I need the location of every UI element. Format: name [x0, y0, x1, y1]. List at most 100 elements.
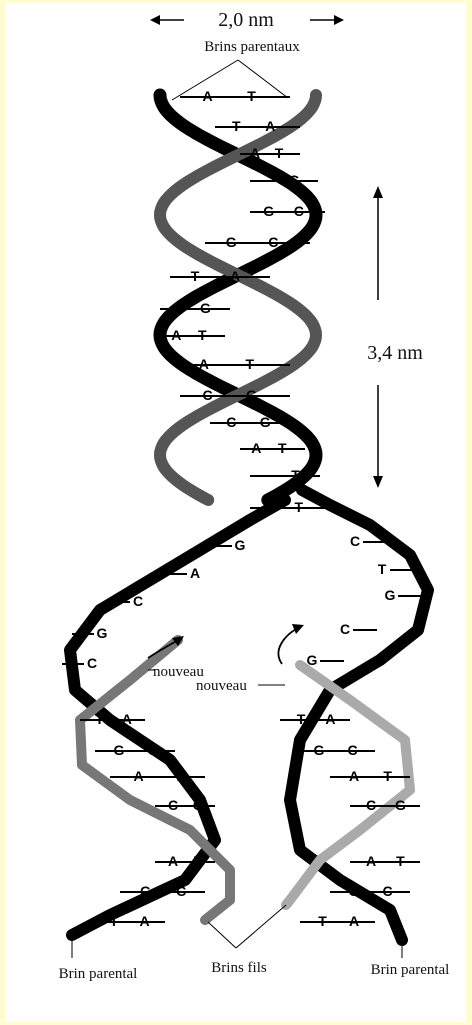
- new-arrowhead-right: [292, 624, 304, 634]
- base-letter: T: [275, 145, 284, 161]
- base-letter: A: [325, 711, 335, 727]
- base-letter: G: [260, 414, 271, 430]
- unpaired-base-left: G: [210, 537, 246, 553]
- new-arrowhead-left: [172, 636, 184, 646]
- diagram-panel: [6, 3, 466, 1022]
- base-letter: G: [289, 172, 300, 188]
- base-letter: T: [95, 711, 104, 727]
- base-letter: T: [297, 711, 306, 727]
- base-letter: G: [193, 797, 204, 813]
- width-arrowhead-right: [334, 15, 344, 25]
- base-letter: A: [199, 356, 209, 372]
- base-letter: T: [294, 499, 303, 515]
- base-letter: G: [114, 742, 125, 758]
- daughter-strands-pointers: [207, 904, 287, 949]
- base-letter: T: [245, 356, 254, 372]
- unpaired-base-left: C: [108, 593, 143, 609]
- base-letter: T: [278, 440, 287, 456]
- base-letter: G: [349, 883, 360, 899]
- unpaired-base-left: A: [165, 565, 200, 581]
- base-letter: G: [246, 387, 257, 403]
- base-letter: C: [268, 234, 278, 250]
- pitch-arrowhead-down: [373, 476, 383, 488]
- unpaired-base-left: G: [72, 625, 108, 641]
- base-letter: C: [340, 621, 350, 637]
- base-letter: C: [294, 203, 304, 219]
- base-letter: A: [265, 118, 275, 134]
- daughter-strands-label: Brins fils: [211, 960, 267, 976]
- parental-strand-b: [154, 89, 322, 506]
- new-strand-left-label: nouveau: [153, 664, 204, 680]
- base-letter: C: [176, 883, 186, 899]
- base-letter: G: [235, 537, 246, 553]
- daughter-strand-right: [281, 660, 415, 910]
- width-dimension: 2,0 nm: [150, 9, 344, 31]
- base-letter: A: [133, 768, 143, 784]
- base-pair-top: G: [250, 172, 318, 188]
- pitch-dimension: 3,4 nm: [367, 186, 423, 488]
- base-letter: A: [202, 88, 212, 104]
- base-letter: A: [168, 853, 178, 869]
- base-letter: G: [395, 797, 406, 813]
- base-letter: A: [349, 913, 359, 929]
- pitch-label: 3,4 nm: [367, 342, 423, 364]
- base-letter: T: [174, 768, 183, 784]
- helix-strands: [64, 88, 434, 946]
- parental-strands-pointers: [171, 59, 289, 101]
- base-letter: G: [97, 625, 108, 641]
- base-letter: A: [139, 913, 149, 929]
- unpaired-base-right: G: [385, 587, 422, 603]
- base-letter: C: [383, 883, 393, 899]
- unpaired-base-right: C: [350, 533, 387, 549]
- base-letter: C: [133, 593, 143, 609]
- base-letter: C: [168, 797, 178, 813]
- base-letter: T: [291, 467, 300, 483]
- base-letter: T: [198, 327, 207, 343]
- base-letter: T: [247, 88, 256, 104]
- base-letter: T: [191, 268, 200, 284]
- base-letter: A: [230, 268, 240, 284]
- base-letter: T: [318, 913, 327, 929]
- base-letter: T: [396, 853, 405, 869]
- base-letter: T: [232, 118, 241, 134]
- parental-strands-label: Brins parentaux: [204, 39, 300, 55]
- width-label: 2,0 nm: [218, 9, 274, 31]
- base-letter: G: [307, 652, 318, 668]
- base-letter: A: [264, 499, 274, 515]
- parental-strand-a: [153, 88, 323, 507]
- base-letter: C: [226, 414, 236, 430]
- daughter-strand-left: [75, 635, 235, 925]
- parental-strand-right: [284, 484, 434, 946]
- unpaired-base-right: G: [307, 652, 344, 668]
- width-arrowhead-left: [150, 15, 160, 25]
- base-letter: A: [171, 327, 181, 343]
- new-strand-right-annotation: nouveau: [196, 624, 304, 694]
- base-letter: G: [314, 742, 325, 758]
- base-letter: A: [349, 768, 359, 784]
